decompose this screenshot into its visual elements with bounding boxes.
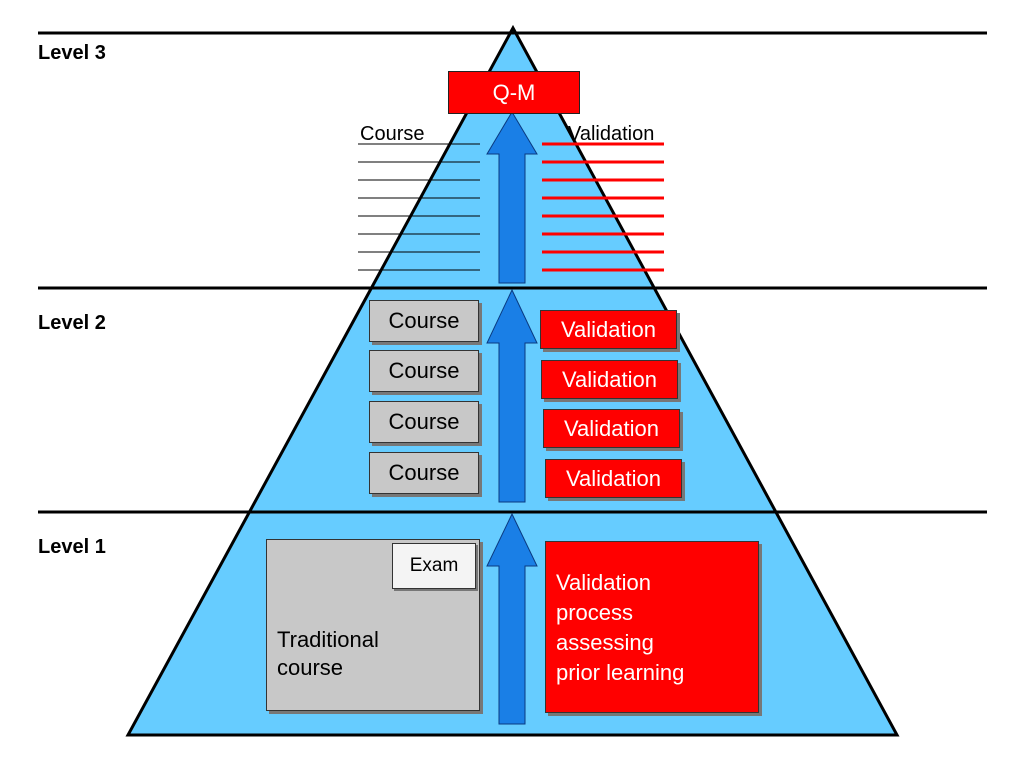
up-arrow-level1 [486,512,538,725]
traditional-line-1: Traditional [277,627,379,652]
level2-course-box: Course [369,300,479,342]
level2-validation-box: Validation [543,409,680,448]
up-arrow-level3 [486,111,538,284]
level2-validation-box: Validation [541,360,678,399]
course-header: Course [360,123,425,145]
level2-course-box: Course [369,452,479,494]
course-list-lines [358,143,480,271]
prior-learning-text: Validation process assessing prior learn… [556,568,746,688]
validation-header: Validation [568,123,655,145]
level2-course-box: Course [369,350,479,392]
traditional-course-box: Exam Traditional course [266,539,480,711]
apl-line-3: assessing [556,630,654,655]
qm-box: Q-M [448,71,580,114]
level-3-label: Level 3 [38,42,106,64]
apl-line-1: Validation [556,570,651,595]
prior-learning-validation-box: Validation process assessing prior learn… [545,541,759,713]
traditional-course-text: Traditional course [277,626,457,682]
level2-validation-box: Validation [545,459,682,498]
level-1-label: Level 1 [38,536,106,558]
level-2-label: Level 2 [38,312,106,334]
up-arrow-level2 [486,288,538,503]
level2-validation-box: Validation [540,310,677,349]
level2-course-box: Course [369,401,479,443]
apl-line-2: process [556,600,634,625]
validation-list-lines [542,142,664,272]
traditional-line-2: course [277,655,344,680]
exam-box: Exam [392,543,476,589]
apl-line-4: prior learning [556,660,685,685]
